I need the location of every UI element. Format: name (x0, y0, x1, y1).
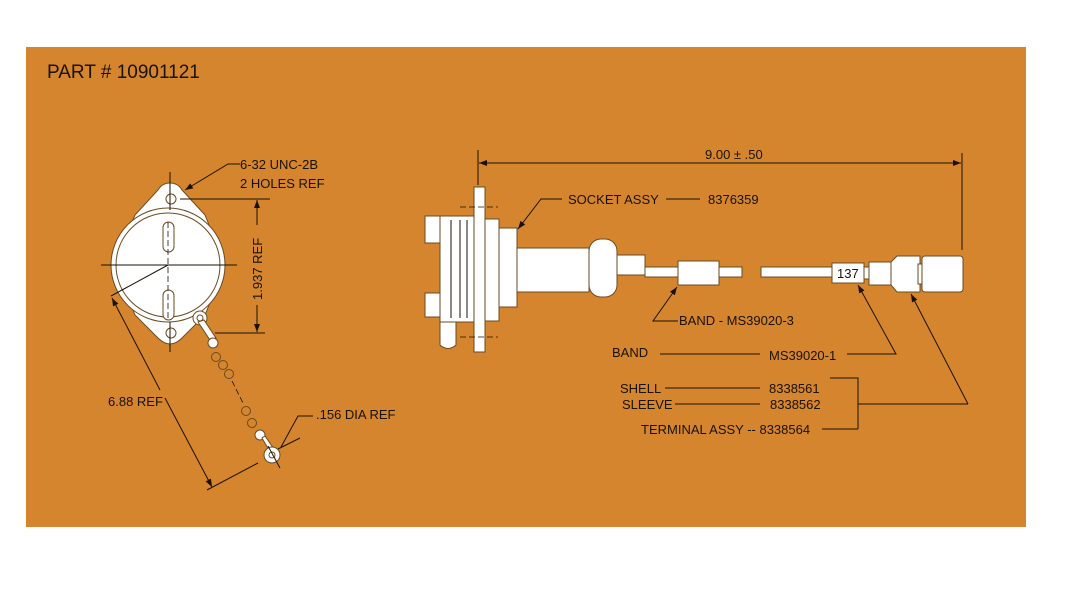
part-title: PART # 10901121 (47, 62, 200, 83)
slot-top (162, 221, 175, 253)
mounting-flange (473, 186, 486, 353)
marker-text: 137 (837, 266, 859, 281)
shell-part: 8338561 (769, 381, 820, 396)
right-dimensions: 9.00 ± .50 SOCKET ASSY 8376359 BAND - MS… (477, 147, 969, 437)
shell (868, 261, 892, 286)
cable-segment (760, 266, 833, 278)
shell-label: SHELL (620, 381, 661, 396)
left-dimensions: 6-32 UNC-2B 2 HOLES REF 1.937 REF 6.88 R… (108, 157, 396, 491)
height-dim: 1.937 REF (250, 238, 265, 300)
socket-cable-side-view: 137 (424, 186, 964, 353)
band-label: BAND (612, 345, 648, 360)
sleeve (890, 255, 921, 293)
socket-label: SOCKET ASSY (568, 192, 659, 207)
band-ms39020-3 (677, 260, 720, 286)
socket-part: 8376359 (708, 192, 759, 207)
mount-hole-top (165, 193, 177, 205)
slot-bottom (162, 289, 175, 321)
mount-hole-bottom (165, 327, 177, 339)
band3-label: BAND - MS39020-3 (679, 313, 794, 328)
thread-note-2: 2 HOLES REF (240, 176, 325, 191)
sleeve-part: 8338562 (770, 397, 821, 412)
band-part: MS39020-1 (769, 348, 836, 363)
terminal-label: TERMINAL ASSY -- 8338564 (641, 422, 810, 437)
reel-front-view (101, 172, 301, 469)
sleeve-label: SLEEVE (622, 397, 673, 412)
terminal (921, 255, 964, 293)
length-dim: 6.88 REF (108, 394, 163, 409)
overall-dim: 9.00 ± .50 (705, 147, 763, 162)
thread-note-1: 6-32 UNC-2B (240, 157, 318, 172)
dia-note: .156 DIA REF (316, 407, 396, 422)
